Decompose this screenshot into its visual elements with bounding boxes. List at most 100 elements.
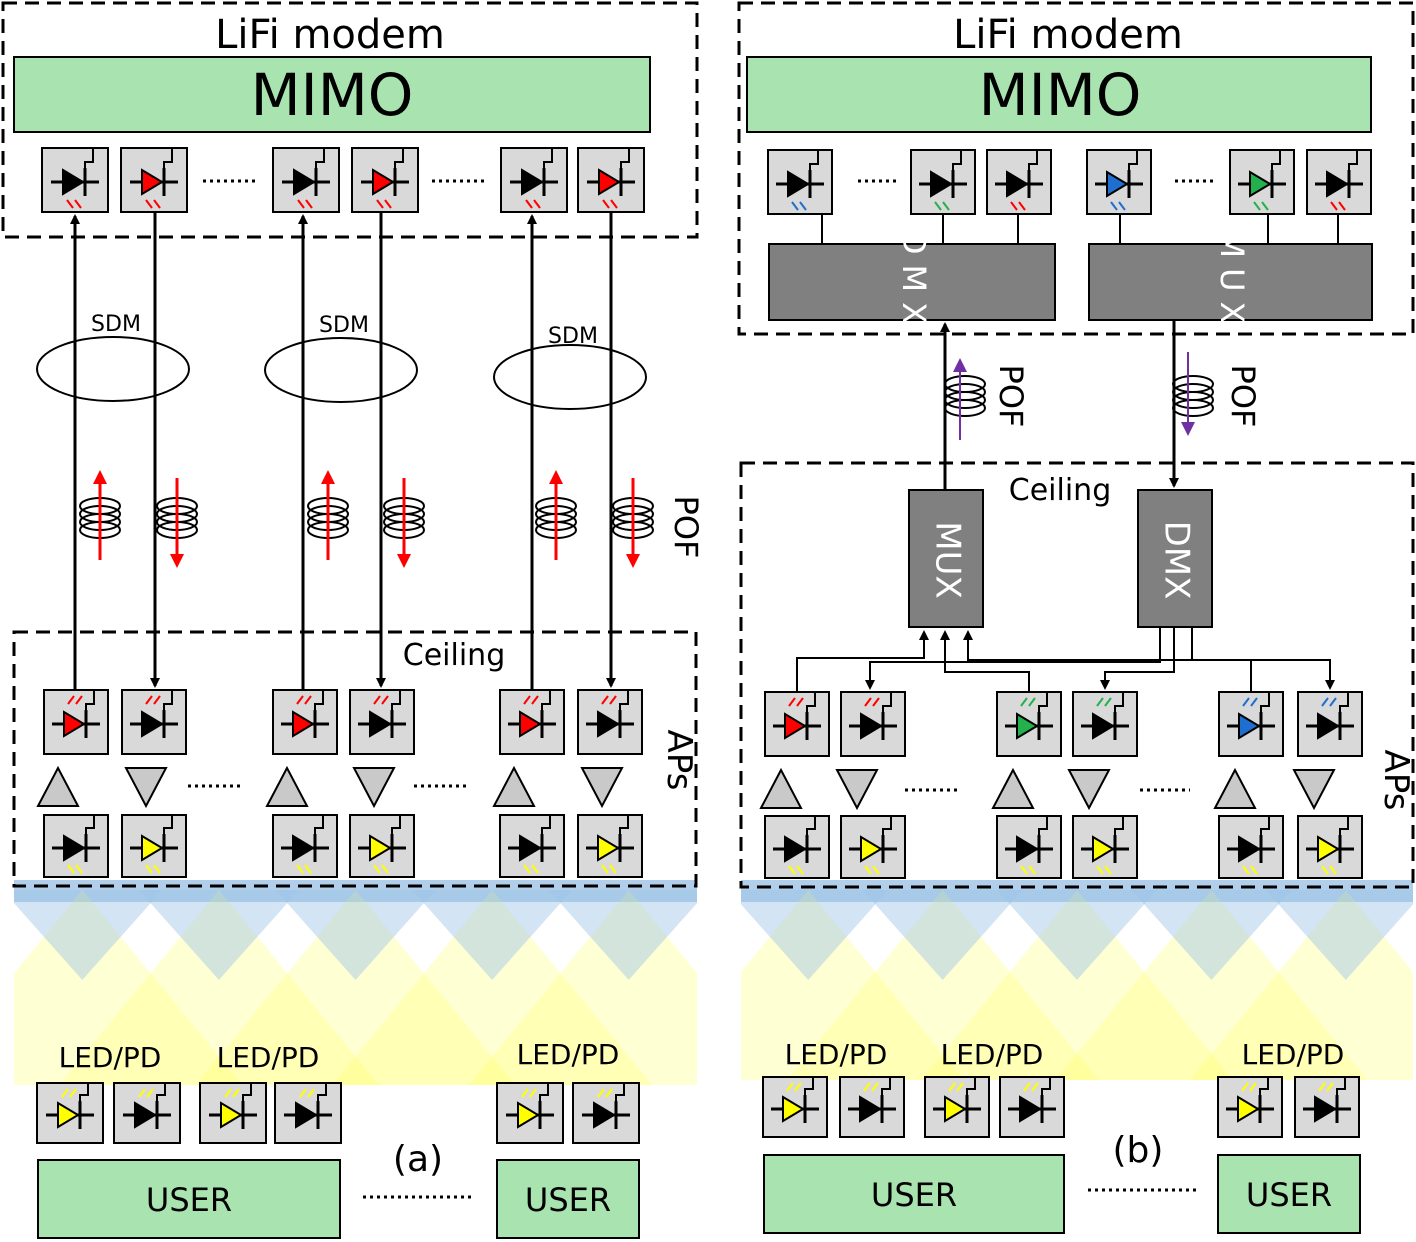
light-arrow (788, 697, 796, 707)
light-arrow (299, 1088, 307, 1098)
user-box-b1-label: USER (871, 1176, 957, 1214)
user-diode-a-5 (572, 1082, 640, 1144)
ap-tx-diode-a-5 (577, 689, 643, 755)
diode-symbol (141, 710, 164, 738)
diode-wire (391, 815, 401, 834)
ap-pd-diode-a-4 (499, 814, 565, 878)
diode-wire (966, 1077, 976, 1095)
cones-b (741, 880, 1413, 1080)
ap-tx-diode-b-0 (764, 691, 830, 757)
light-arrow (1318, 1082, 1326, 1092)
diode-symbol (598, 168, 621, 196)
diode-symbol (134, 1101, 157, 1129)
amplifier-a-5 (580, 767, 624, 809)
diode-wire (315, 148, 325, 168)
light-arrow (529, 1088, 537, 1098)
user-box-a2 (496, 1159, 640, 1239)
light-arrow (1321, 865, 1329, 875)
ap-pd-diode-a-3 (349, 814, 415, 878)
light-arrow (373, 695, 381, 705)
cone-blue (1131, 890, 1292, 980)
ap-tx-diode-b-2 (996, 691, 1062, 757)
diode-wire (619, 690, 629, 710)
light-arrow (788, 865, 796, 875)
diode-symbol (782, 1095, 805, 1123)
amplifier-a-4 (492, 765, 536, 807)
cone-yellow (786, 890, 1099, 1080)
diode-symbol (517, 1101, 540, 1129)
cone-blue (1265, 890, 1413, 980)
diode-wire (317, 1083, 327, 1101)
sdm-label-a-1: SDM (319, 313, 369, 338)
light-arrow (1023, 1082, 1031, 1092)
user-diode-b-0 (762, 1076, 828, 1138)
aps-label-a: APs (659, 730, 699, 791)
diode-symbol (784, 712, 807, 740)
ap-pd-diode-a-5 (577, 814, 643, 878)
light-arrow (597, 1088, 605, 1098)
demux-ceiling-block (1137, 489, 1213, 628)
ap-tx-diode-a-3 (349, 689, 415, 755)
amplifier-a-0 (36, 765, 80, 807)
diode-wire (806, 692, 816, 712)
ap-pd-diode-b-2 (996, 815, 1062, 879)
user-diode-b-4 (1217, 1076, 1283, 1138)
diode-symbol (292, 710, 315, 738)
light-arrow (523, 864, 531, 874)
coil-turn (1172, 399, 1214, 417)
user-box-b2-label: USER (1246, 1176, 1332, 1214)
diode-wire (804, 1077, 814, 1095)
diode-wire (541, 690, 551, 710)
light-arrow (601, 864, 609, 874)
diode-symbol (597, 834, 620, 862)
ceiling-box-b (739, 461, 1415, 889)
light-arrow (153, 695, 161, 705)
ap-tx-diode-a-4 (499, 689, 565, 755)
mimo-label-b: MIMO (979, 61, 1142, 129)
diode-wire (163, 690, 173, 710)
ledpd-label-a-1: LED/PD (217, 1041, 320, 1074)
light-arrow (609, 695, 617, 705)
user-diode-a-0 (36, 1082, 104, 1144)
diode-symbol (369, 834, 392, 862)
demux-ceiling-label: DMX (1157, 521, 1197, 600)
ledpd-label-b-2: LED/PD (1242, 1038, 1345, 1071)
modem-diode-a-1 (120, 147, 188, 213)
cone-yellow (741, 890, 965, 1080)
ap-pd-diode-b-4 (1218, 815, 1284, 879)
user-box-b2 (1217, 1154, 1361, 1234)
light-arrow (1241, 1082, 1249, 1092)
user-diode-b-3 (999, 1076, 1065, 1138)
modem-diode-a-0 (41, 147, 109, 213)
light-arrow (1020, 865, 1028, 875)
light-arrow (1326, 1082, 1334, 1092)
ceiling-route-4 (1100, 627, 1175, 690)
light-arrow (1242, 865, 1250, 875)
diode-wire (1348, 150, 1358, 170)
light-arrow (1110, 201, 1118, 211)
modem-diode-b-2 (986, 149, 1052, 215)
light-arrow (61, 1088, 69, 1098)
pof-label-b1: POF (992, 365, 1030, 428)
diode-wire (1041, 1077, 1051, 1095)
aps-label-b: APs (1376, 750, 1416, 811)
ap-pd-diode-b-5 (1297, 815, 1363, 879)
device-box (272, 814, 338, 878)
light-arrow (605, 1088, 613, 1098)
diode-symbol (292, 834, 315, 862)
light-arrow (67, 695, 75, 705)
ap-pd-diode-b-1 (840, 815, 906, 879)
diode-wire (1038, 692, 1048, 712)
diode-symbol (295, 1101, 318, 1129)
diode-symbol (1019, 1095, 1042, 1123)
light-arrow (796, 865, 804, 875)
diode-wire (391, 690, 401, 710)
light-arrow (67, 864, 75, 874)
ap-tx-diode-b-5 (1297, 691, 1363, 757)
light-arrow (610, 199, 618, 209)
ap-tx-diode-a-1 (121, 689, 187, 755)
light-arrow (523, 695, 531, 705)
diode-symbol (1006, 170, 1029, 198)
sdm-ellipse-a-1 (264, 337, 418, 403)
